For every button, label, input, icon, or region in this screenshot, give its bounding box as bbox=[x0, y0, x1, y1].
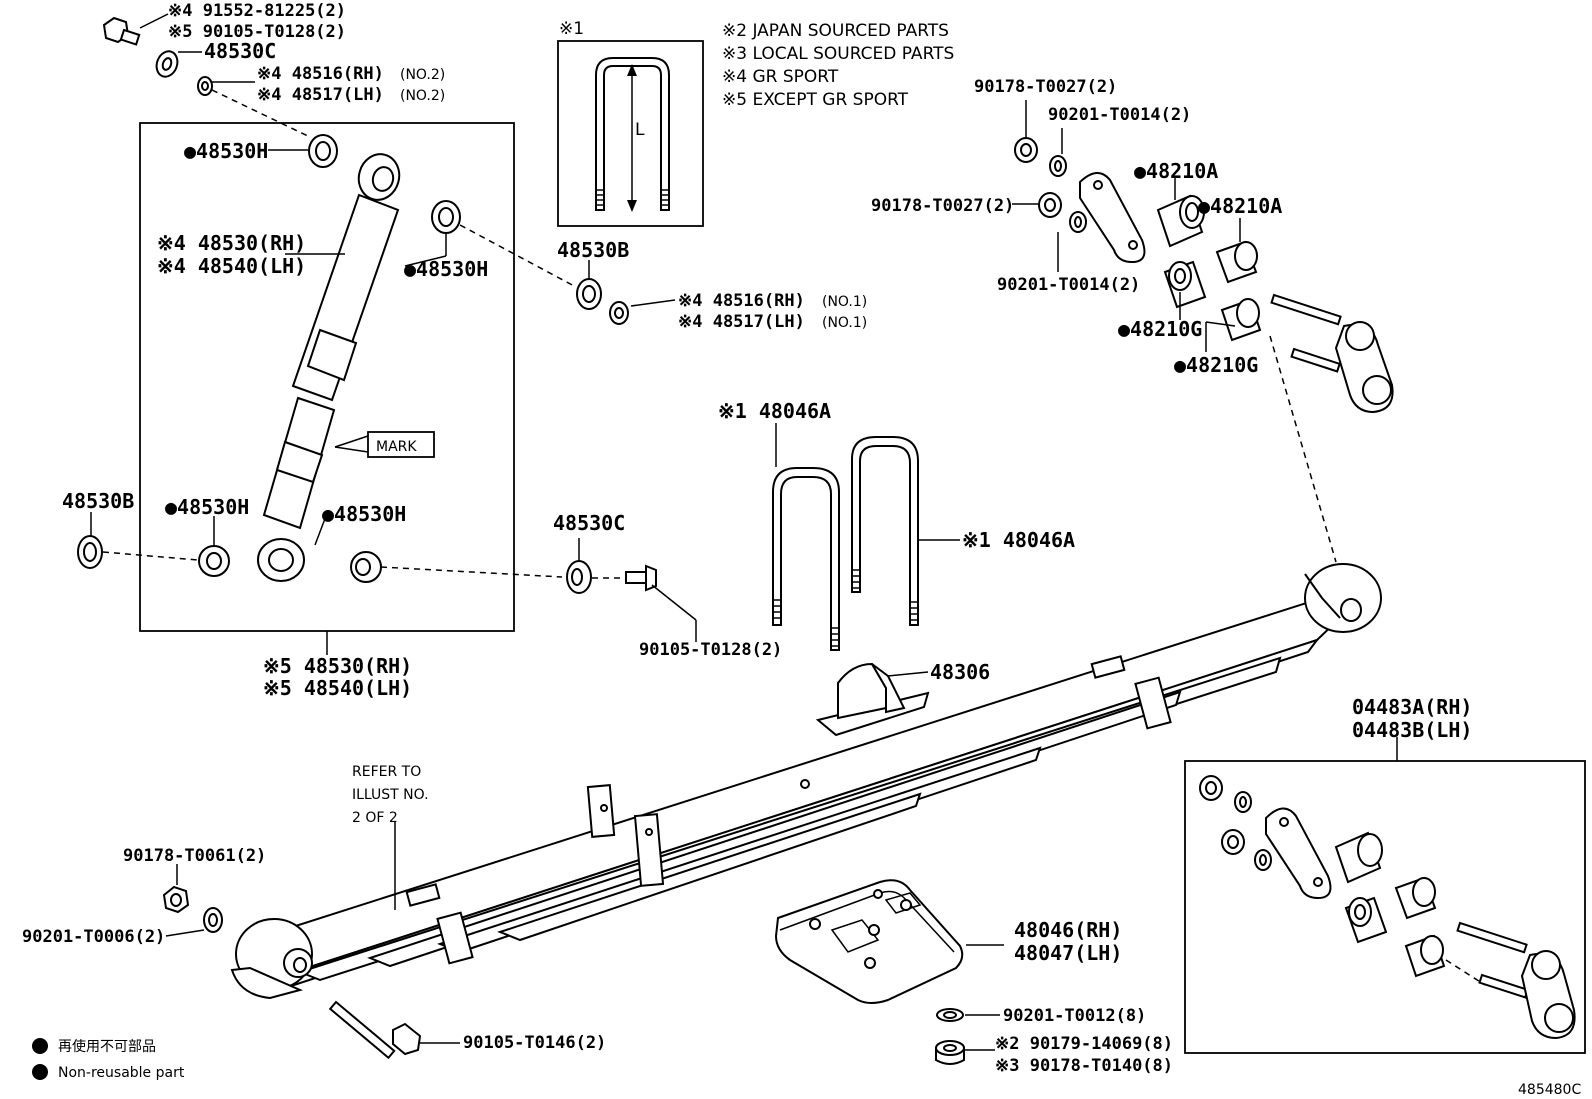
u-bolt-inset-frame bbox=[557, 40, 704, 227]
callout-p30b: 48047(LH) bbox=[1014, 941, 1122, 965]
callout-p11: ●48530H bbox=[322, 502, 406, 526]
callout-p28: 90201-T0006(2) bbox=[22, 927, 165, 947]
u-bolts bbox=[772, 436, 919, 651]
bolt-top-left bbox=[102, 16, 141, 46]
refer-note-line: 2 OF 2 bbox=[352, 810, 398, 826]
inset-dimension-label: L bbox=[635, 120, 645, 140]
nonreusable-jp: 再使用不可部品 bbox=[58, 1038, 156, 1055]
shackle-assembly bbox=[1014, 137, 1394, 414]
callout-p5a: ※4 48530(RH) bbox=[157, 231, 306, 255]
callout-p7: 48530B bbox=[557, 238, 629, 262]
nonreusable-dot-icon bbox=[32, 1064, 48, 1080]
callout-p17: 48306 bbox=[930, 660, 990, 684]
callout-p8a-sub: (NO.1) bbox=[822, 294, 867, 310]
callout-p1a: ※4 91552-81225(2) bbox=[168, 1, 346, 21]
refer-note-line: ILLUST NO. bbox=[352, 787, 429, 803]
callout-p14b: ※5 48540(LH) bbox=[263, 676, 412, 700]
callout-p29: 90105-T0146(2) bbox=[463, 1033, 606, 1053]
legend-note: ※5 EXCEPT GR SPORT bbox=[722, 90, 909, 110]
nut-90179 bbox=[935, 1040, 965, 1065]
callout-p6: ●48530H bbox=[404, 257, 488, 281]
mark-label: MARK bbox=[376, 439, 417, 455]
callout-p27: 90178-T0061(2) bbox=[123, 846, 266, 866]
callout-p32b: ※3 90178-T0140(8) bbox=[995, 1056, 1173, 1076]
callout-p15: ※1 48046A bbox=[718, 399, 831, 423]
callout-p2: 48530C bbox=[204, 39, 276, 63]
bushings-48530h bbox=[198, 200, 461, 583]
callout-p3a: ※4 48516(RH) bbox=[257, 64, 384, 84]
legend-note: ※2 JAPAN SOURCED PARTS bbox=[722, 21, 949, 41]
legend-note: ※3 LOCAL SOURCED PARTS bbox=[722, 44, 954, 64]
callout-p8b-sub: (NO.1) bbox=[822, 315, 867, 331]
figure-id: 485480C bbox=[1518, 1082, 1581, 1098]
callout-p22: ●48210A bbox=[1134, 159, 1218, 183]
callout-p21: 90201-T0014(2) bbox=[997, 275, 1140, 295]
callout-p3a-sub: (NO.2) bbox=[400, 67, 445, 83]
legend-notes: ※2 JAPAN SOURCED PARTS ※3 LOCAL SOURCED … bbox=[722, 21, 954, 110]
callout-p19: 90201-T0014(2) bbox=[1048, 105, 1191, 125]
callout-p24: ●48210G bbox=[1118, 317, 1202, 341]
refer-note-line: REFER TO bbox=[352, 764, 421, 780]
bolt-90105-t0128 bbox=[625, 564, 657, 592]
callout-p10: ●48530H bbox=[165, 495, 249, 519]
callout-p9: 48530B bbox=[62, 489, 134, 513]
callout-p26b: 04483B(LH) bbox=[1352, 718, 1472, 742]
callout-p8a: ※4 48516(RH) bbox=[678, 291, 805, 311]
callout-p31: 90201-T0012(8) bbox=[1003, 1006, 1146, 1026]
mark-box bbox=[367, 431, 435, 458]
callout-p20: 90178-T0027(2) bbox=[871, 196, 1014, 216]
callout-p23: ●48210A bbox=[1198, 194, 1282, 218]
callout-p18: 90178-T0027(2) bbox=[974, 77, 1117, 97]
legend-note: ※4 GR SPORT bbox=[722, 67, 839, 87]
callout-p13: 90105-T0128(2) bbox=[639, 640, 782, 660]
callout-p12: 48530C bbox=[553, 511, 625, 535]
callout-p32a: ※2 90179-14069(8) bbox=[995, 1034, 1173, 1054]
callout-p16: ※1 48046A bbox=[962, 528, 1075, 552]
callout-p4: ●48530H bbox=[184, 139, 268, 163]
inset-marker: ※1 bbox=[559, 19, 584, 39]
callout-p8b: ※4 48517(LH) bbox=[678, 312, 805, 332]
leaf-spring bbox=[230, 563, 1382, 1000]
callout-p3b-sub: (NO.2) bbox=[400, 88, 445, 104]
u-bolt-inset bbox=[595, 57, 670, 212]
shackle-kit-frame bbox=[1184, 760, 1586, 1054]
spring-seat bbox=[774, 879, 964, 1004]
callout-p5b: ※4 48540(LH) bbox=[157, 254, 306, 278]
nonreusable-en: Non-reusable part bbox=[58, 1065, 185, 1081]
callout-p30a: 48046(RH) bbox=[1014, 918, 1122, 942]
shackle-kit bbox=[1199, 775, 1576, 1040]
bolt-90105-t0146 bbox=[328, 1000, 422, 1060]
callout-p14a: ※5 48530(RH) bbox=[263, 654, 412, 678]
nonreusable-dot-icon bbox=[32, 1038, 48, 1054]
shock-absorber bbox=[257, 134, 401, 582]
bump-stopper-48306 bbox=[815, 662, 930, 737]
callout-p25: ●48210G bbox=[1174, 353, 1258, 377]
callout-p3b: ※4 48517(LH) bbox=[257, 85, 384, 105]
callout-p1b: ※5 90105-T0128(2) bbox=[168, 22, 346, 42]
callout-p26a: 04483A(RH) bbox=[1352, 695, 1472, 719]
